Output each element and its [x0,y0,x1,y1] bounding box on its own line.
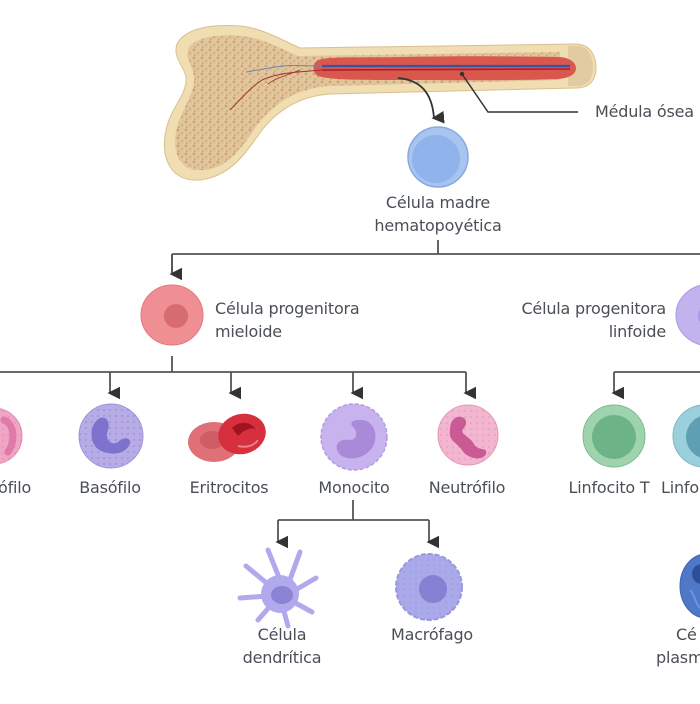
femur-bone-illustration [164,25,597,181]
neutrophil-label: Neutrófilo [428,478,506,497]
vessel-branch-red-1 [229,69,323,111]
neutrophil-icon [437,404,499,466]
erythrocytes-label: Eritrocitos [189,478,269,497]
basophil-icon [78,403,144,469]
marrow-artery [321,68,571,71]
bone-marrow-label: Médula ósea [595,102,694,121]
myeloid-progenitor-label-line2: mieloide [215,322,282,341]
stem-cell-label-line1: Célula madre [385,193,491,212]
lymphocyte-b-label: Linfo [661,478,699,497]
monocyte-icon [320,403,388,471]
macrophage-icon [395,553,463,621]
lymphocyte-b-icon [672,404,700,468]
bone-end-cap [568,46,593,86]
stem-connector-line [171,240,700,272]
monocyte-label: Monocito [318,478,390,497]
lymphocyte-t-label: Linfocito T [568,478,650,497]
lymphoid-progenitor-icon [675,284,700,346]
lymphocyte-t-icon [582,404,646,468]
lymphoid-progenitor-label-line2: linfoide [608,322,667,341]
eosinophil-label: ófilo [0,478,32,497]
dendritic-cell-label-line2: dendrítica [242,648,322,667]
dendritic-cell-icon [237,547,319,629]
bone-marrow-cavity [313,56,576,81]
monocyte-branch-line [278,500,429,521]
erythrocytes-icon [188,413,266,462]
bone-spongy-interior [175,35,560,171]
bone-to-stem-arrow [397,77,445,124]
basophil-label: Basófilo [79,478,141,497]
stem-cell-icon [407,126,469,188]
bone-marrow-pointer-line [461,73,578,113]
plasma-cell-label-line2: plasm [656,648,700,667]
bone-marrow-pointer-dot [459,71,465,77]
myeloid-branch-line [0,356,466,373]
dendritic-cell-label-line1: Célula [257,625,307,644]
eosinophil-icon [0,408,23,464]
vessel-branch-red-2 [267,69,301,85]
myeloid-progenitor-label-line1: Célula progenitora [215,299,360,318]
plasma-cell-icon [679,554,700,618]
myeloid-progenitor-icon [140,284,204,346]
macrophage-label: Macrófago [390,625,474,644]
vessel-branch-blue [245,65,323,73]
lymphoid-progenitor-label-line1: Célula progenitora [521,299,666,318]
plasma-cell-label-line1: Cé [676,625,697,644]
stem-cell-label-line2: hematopoyética [374,216,502,235]
